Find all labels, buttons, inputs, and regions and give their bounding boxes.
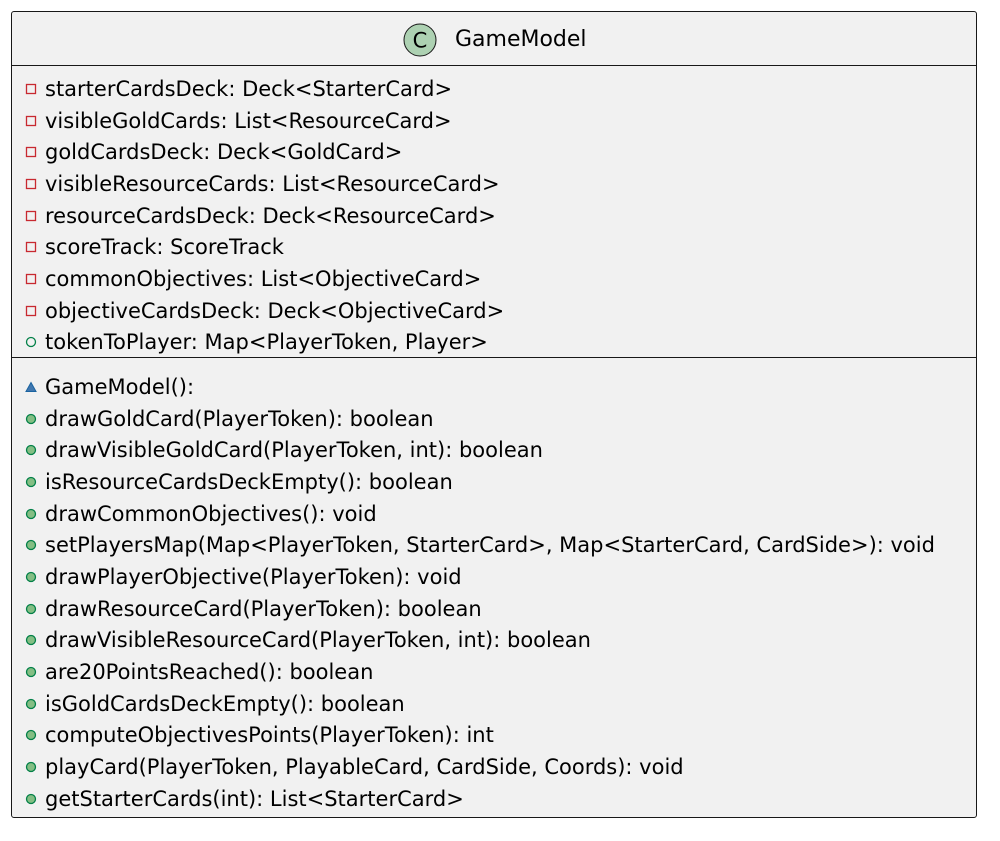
private-visibility-icon <box>25 83 37 94</box>
private-visibility-icon <box>25 242 37 253</box>
attribute-row: visibleGoldCards: List<ResourceCard> <box>12 105 976 137</box>
attribute-row: tokenToPlayer: Map<PlayerToken, Player> <box>12 327 976 359</box>
operation-row: drawVisibleResourceCard(PlayerToken, int… <box>12 625 976 657</box>
operations-divider <box>12 357 976 358</box>
public-method-visibility-icon <box>25 793 37 804</box>
public-method-visibility-icon <box>25 603 37 614</box>
attribute-row: goldCardsDeck: Deck<GoldCard> <box>12 136 976 168</box>
svg-text:C: C <box>413 29 428 53</box>
class-name: GameModel <box>455 27 587 52</box>
attribute-row-text: visibleGoldCards: List<ResourceCard> <box>45 108 452 133</box>
private-visibility-icon <box>25 273 37 285</box>
private-visibility-icon <box>25 178 37 190</box>
operation-row-text: computeObjectivesPoints(PlayerToken): in… <box>45 723 494 748</box>
class-box-gamemodel[interactable]: C GameModel starterCardsDeck: Deck<Start… <box>11 11 977 818</box>
attribute-row-text: tokenToPlayer: Map<PlayerToken, Player> <box>45 330 488 355</box>
operation-row-text: playCard(PlayerToken, PlayableCard, Card… <box>45 755 684 780</box>
attribute-row-text: scoreTrack: ScoreTrack <box>45 235 284 260</box>
attribute-row: visibleResourceCards: List<ResourceCard> <box>12 168 976 200</box>
operation-row: drawGoldCard(PlayerToken): boolean <box>12 403 976 435</box>
public-method-visibility-icon <box>25 476 37 488</box>
attributes-divider <box>12 65 976 66</box>
attribute-row-text: visibleResourceCards: List<ResourceCard> <box>45 171 500 196</box>
operation-row: drawResourceCard(PlayerToken): boolean <box>12 593 976 625</box>
public-method-visibility-icon <box>25 540 37 551</box>
private-visibility-icon <box>25 210 37 221</box>
operation-row: GameModel(): <box>12 371 976 403</box>
package-visibility-icon <box>25 381 37 392</box>
public-method-visibility-icon <box>25 761 37 773</box>
operation-row: computeObjectivesPoints(PlayerToken): in… <box>12 720 976 752</box>
attribute-row-text: goldCardsDeck: Deck<GoldCard> <box>45 140 403 165</box>
operation-row: playCard(PlayerToken, PlayableCard, Card… <box>12 751 976 783</box>
operation-row-text: drawPlayerObjective(PlayerToken): void <box>45 564 462 589</box>
attribute-row-text: resourceCardsDeck: Deck<ResourceCard> <box>45 203 496 228</box>
public-method-visibility-icon <box>25 698 37 709</box>
operation-row-text: drawResourceCard(PlayerToken): boolean <box>45 596 482 621</box>
public-method-visibility-icon <box>25 508 37 519</box>
operation-row: getStarterCards(int): List<StarterCard> <box>12 783 976 815</box>
operation-row-text: GameModel(): <box>45 374 195 399</box>
operation-row-text: setPlayersMap(Map<PlayerToken, StarterCa… <box>45 533 935 558</box>
operation-row: isGoldCardsDeckEmpty(): boolean <box>12 688 976 720</box>
operation-row-text: drawCommonObjectives(): void <box>45 501 377 526</box>
public-method-visibility-icon <box>25 571 37 583</box>
operation-row: isResourceCardsDeckEmpty(): boolean <box>12 466 976 498</box>
operation-row-text: isGoldCardsDeckEmpty(): boolean <box>45 691 405 716</box>
private-visibility-icon <box>25 147 37 158</box>
operation-list: GameModel(): drawGoldCard(PlayerToken): b… <box>12 371 976 815</box>
private-visibility-icon <box>25 115 37 126</box>
operation-row: are20PointsReached(): boolean <box>12 656 976 688</box>
operation-row-text: isResourceCardsDeckEmpty(): boolean <box>45 469 453 494</box>
attribute-row: starterCardsDeck: Deck<StarterCard> <box>12 73 976 105</box>
attribute-row: commonObjectives: List<ObjectiveCard> <box>12 263 976 295</box>
private-visibility-icon <box>25 305 37 316</box>
attribute-row: scoreTrack: ScoreTrack <box>12 231 976 263</box>
operation-row-text: drawGoldCard(PlayerToken): boolean <box>45 406 434 431</box>
public-method-visibility-icon <box>25 730 37 741</box>
operation-row: setPlayersMap(Map<PlayerToken, StarterCa… <box>12 529 976 561</box>
public-field-visibility-icon <box>25 337 37 348</box>
attribute-row-text: objectiveCardsDeck: Deck<ObjectiveCard> <box>45 298 505 323</box>
public-method-visibility-icon <box>25 666 37 678</box>
operation-row: drawVisibleGoldCard(PlayerToken, int): b… <box>12 434 976 466</box>
operation-row-text: drawVisibleResourceCard(PlayerToken, int… <box>45 628 591 653</box>
attribute-row: resourceCardsDeck: Deck<ResourceCard> <box>12 200 976 232</box>
class-header: C GameModel <box>12 12 976 65</box>
operation-row: drawCommonObjectives(): void <box>12 498 976 530</box>
public-method-visibility-icon <box>25 413 37 424</box>
attribute-list: starterCardsDeck: Deck<StarterCard> visib… <box>12 73 976 358</box>
operation-row: drawPlayerObjective(PlayerToken): void <box>12 561 976 593</box>
operation-row-text: getStarterCards(int): List<StarterCard> <box>45 786 464 811</box>
public-method-visibility-icon <box>25 635 37 646</box>
operation-row-text: are20PointsReached(): boolean <box>45 660 374 685</box>
operation-row-text: drawVisibleGoldCard(PlayerToken, int): b… <box>45 438 543 463</box>
public-method-visibility-icon <box>25 445 37 456</box>
attribute-row-text: starterCardsDeck: Deck<StarterCard> <box>45 76 453 101</box>
attribute-row-text: commonObjectives: List<ObjectiveCard> <box>45 266 482 291</box>
class-stereotype-icon: C <box>403 23 437 57</box>
attribute-row: objectiveCardsDeck: Deck<ObjectiveCard> <box>12 295 976 327</box>
